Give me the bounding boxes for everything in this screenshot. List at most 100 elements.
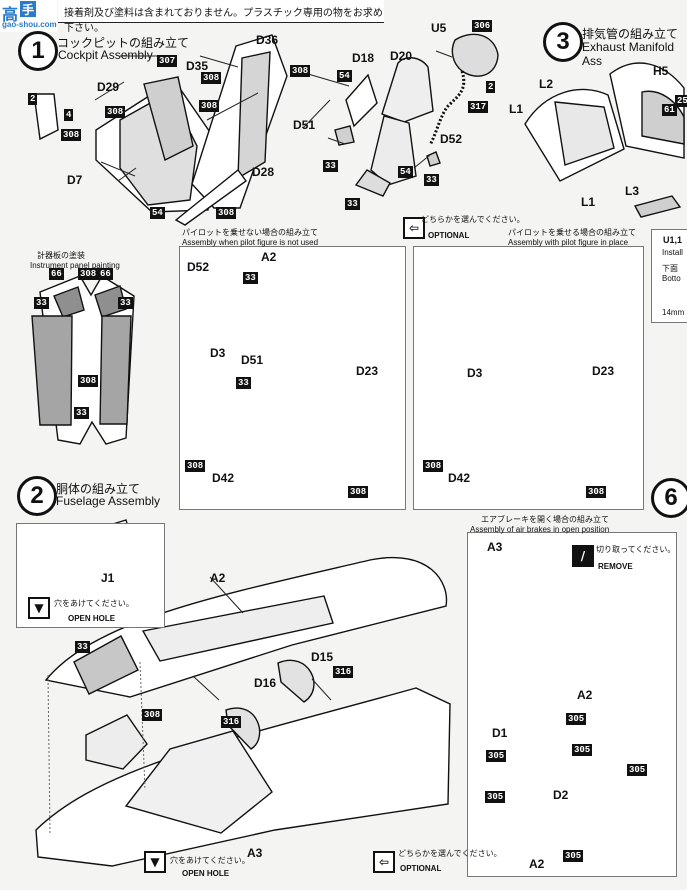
color-305-d: 305	[627, 764, 648, 776]
part-label-d23-c: D23	[592, 364, 615, 378]
color-308-a: 308	[201, 72, 222, 84]
banner-text: 接着剤及び塗料は含まれておりません。プラスチック専用の物をお求め下さい。	[64, 8, 383, 34]
part-label-d35: D35	[186, 59, 209, 73]
color-2-a: 2	[486, 81, 496, 93]
color-306-a: 306	[472, 20, 493, 32]
color-2-b: 2	[28, 93, 38, 105]
part-label-j1: J1	[101, 571, 115, 585]
u-note-c: Botto	[662, 274, 681, 283]
color-54-b: 54	[150, 207, 165, 219]
color-308-j: 308	[348, 486, 369, 498]
pilot-en: Assembly with pilot figure in place	[508, 238, 629, 247]
u-note-title: U1,1	[663, 235, 683, 245]
part-label-d16: D16	[254, 676, 277, 690]
part-label-d3-c: D3	[467, 366, 483, 380]
part-label-d1: D1	[492, 726, 508, 740]
site-logo: 高 手 gao-shou.com	[0, 0, 57, 32]
color-33-c: 33	[424, 174, 439, 186]
part-label-l1-b: L1	[581, 195, 596, 209]
optional-en: OPTIONAL	[428, 231, 470, 240]
optional-panel-brakes	[467, 532, 677, 877]
color-61: 61	[662, 104, 677, 116]
color-308-f: 308	[61, 129, 82, 141]
step-1-title-jp: コックピットの組み立て	[57, 36, 190, 50]
u-note	[651, 229, 687, 323]
optional-jp: どちらかを選んでください。	[421, 215, 525, 224]
color-305-f: 305	[563, 850, 584, 862]
open-hole-en-2: OPEN HOLE	[182, 869, 230, 878]
optional-panel-left	[179, 246, 406, 510]
step-1-title-en: Cockpit Assembly	[58, 48, 153, 62]
color-66-b: 66	[98, 268, 113, 280]
color-308-g: 308	[78, 268, 99, 280]
no-pilot-jp: パイロットを乗せない場合の組み立て	[182, 228, 318, 237]
color-33-g: 33	[243, 272, 258, 284]
part-label-d18: D18	[352, 51, 375, 65]
color-33-i: 33	[75, 641, 90, 653]
part-label-d42-c: D42	[448, 471, 471, 485]
color-33-a: 33	[323, 160, 338, 172]
color-54-a: 54	[337, 70, 352, 82]
part-label-d15: D15	[311, 650, 334, 664]
remove-en: REMOVE	[598, 562, 633, 571]
part-label-d51-b: D51	[241, 353, 264, 367]
part-label-l3: L3	[625, 184, 640, 198]
color-308-i: 308	[185, 460, 206, 472]
color-308-d: 308	[290, 65, 311, 77]
instrument-en: Instrument panel painting	[30, 261, 120, 270]
part-label-d28: D28	[252, 165, 275, 179]
part-label-d23-b: D23	[356, 364, 379, 378]
open-hole-jp-1: 穴をあけてください。	[54, 599, 134, 608]
site-logo-text: gao-shou.com	[2, 20, 57, 29]
color-33-e: 33	[118, 297, 133, 309]
color-33-b: 33	[345, 198, 360, 210]
instrument-jp: 計器板の塗装	[37, 251, 85, 260]
open-hole-icon-1: ▼	[28, 597, 50, 619]
remove-icon: /	[572, 545, 594, 567]
color-33-f: 33	[74, 407, 89, 419]
air-brakes-jp: エアブレーキを開く場合の組み立て	[481, 515, 609, 524]
color-66-a: 66	[49, 268, 64, 280]
color-308-m: 308	[142, 709, 163, 721]
part-label-d2: D2	[553, 788, 569, 802]
part-label-l2: L2	[539, 77, 554, 91]
top-banner: 接着剤及び塗料は含まれておりません。プラスチック専用の物をお求め下さい。	[58, 0, 384, 34]
step-3-badge: 3	[543, 22, 583, 62]
site-logo-mark: 高	[2, 5, 19, 24]
color-305-b: 305	[486, 750, 507, 762]
color-308-c: 308	[105, 106, 126, 118]
color-305-c: 305	[572, 744, 593, 756]
optional-en-2: OPTIONAL	[400, 864, 442, 873]
color-25: 25	[675, 95, 687, 107]
site-logo-mark-2: 手	[20, 1, 36, 17]
color-305-a: 305	[566, 713, 587, 725]
part-label-a2-c: A2	[577, 688, 593, 702]
part-label-u5: U5	[431, 21, 447, 35]
part-label-l1: L1	[509, 102, 524, 116]
u-note-a: Install	[662, 248, 683, 257]
color-33-h: 33	[236, 377, 251, 389]
color-4: 4	[64, 109, 74, 121]
optional-jp-2: どちらかを選んでください。	[398, 849, 502, 858]
open-hole-icon-2: ▼	[144, 851, 166, 873]
optional-icon-2: ⇦	[373, 851, 395, 873]
part-label-d51: D51	[293, 118, 316, 132]
part-label-a2-d: A2	[529, 857, 545, 871]
part-label-d52-b: D52	[187, 260, 210, 274]
step-2-title-jp: 胴体の組み立て	[56, 482, 141, 496]
part-label-a2: A2	[210, 571, 226, 585]
part-label-a3: A3	[247, 846, 263, 860]
part-label-d52: D52	[440, 132, 463, 146]
step-1-badge: 1	[18, 31, 58, 71]
step-2-badge: 2	[17, 476, 57, 516]
part-label-d42-b: D42	[212, 471, 235, 485]
color-316-a: 316	[333, 666, 354, 678]
color-308-e: 308	[216, 207, 237, 219]
optional-icon: ⇦	[403, 217, 425, 239]
part-label-d29: D29	[97, 80, 120, 94]
part-label-d3-b: D3	[210, 346, 226, 360]
step-2-title-en: Fuselage Assembly	[56, 494, 161, 508]
part-label-d7: D7	[67, 173, 83, 187]
part-label-a2-b: A2	[261, 250, 277, 264]
step-3-title-jp: 排気管の組み立て	[582, 27, 679, 41]
